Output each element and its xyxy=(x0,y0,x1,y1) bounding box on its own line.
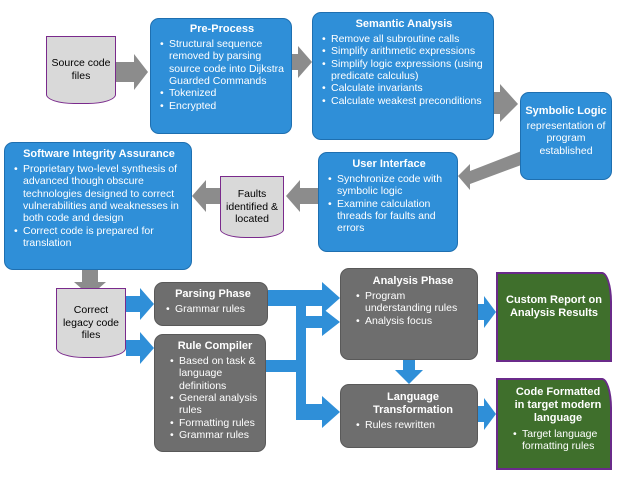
arrow-source-to-preprocess xyxy=(114,54,148,90)
symbolic-text: representation of program established xyxy=(526,119,606,157)
ui-item: Synchronize code with symbolic logic xyxy=(328,173,451,198)
rule-compiler-item: Based on task & language definitions xyxy=(170,355,261,392)
arrow-ui-to-faults xyxy=(286,180,318,212)
custom-report-doc: Custom Report on Analysis Results xyxy=(496,272,612,362)
semantic-analysis-box: Semantic Analysis Remove all subroutine … xyxy=(312,12,494,140)
software-integrity-box: Software Integrity Assurance Proprietary… xyxy=(4,142,192,270)
arrow-legacy-to-rulecompiler xyxy=(126,332,154,364)
symbolic-title: Symbolic Logic xyxy=(525,105,607,117)
rule-compiler-item: Formatting rules xyxy=(170,417,261,430)
parsing-title: Parsing Phase xyxy=(175,288,251,300)
preprocess-item: Tokenized xyxy=(160,87,285,100)
arrow-trunk-to-analysis-lower xyxy=(306,308,340,336)
integrity-title: Software Integrity Assurance xyxy=(23,148,175,160)
formatted-item: Target language formatting rules xyxy=(513,428,604,453)
arrow-trunk-to-transformation xyxy=(296,300,340,428)
ui-list: Synchronize code with symbolic logic Exa… xyxy=(327,173,451,235)
arrow-analysis-to-report xyxy=(478,296,496,328)
rule-compiler-item: General analysis rules xyxy=(170,392,261,417)
semantic-list: Remove all subroutine calls Simplify ari… xyxy=(321,33,487,108)
report-title: Custom Report on Analysis Results xyxy=(506,294,602,320)
rule-compiler-item: Grammar rules xyxy=(170,429,261,442)
formatted-list: Target language formatting rules xyxy=(512,428,604,453)
user-interface-box: User Interface Synchronize code with sym… xyxy=(318,152,458,252)
analysis-list: Program understanding rules Analysis foc… xyxy=(355,290,471,328)
integrity-list: Proprietary two-level synthesis of advan… xyxy=(13,163,185,250)
analysis-title: Analysis Phase xyxy=(372,275,454,287)
legacy-code-label: Correct legacy code files xyxy=(62,304,120,342)
semantic-item: Calculate invariants xyxy=(322,82,487,95)
preprocess-item: Structural sequence removed by parsing s… xyxy=(160,38,285,88)
source-code-label: Source code files xyxy=(51,57,111,82)
symbolic-logic-box: Symbolic Logic representation of program… xyxy=(520,92,612,180)
rule-compiler-list: Based on task & language definitions Gen… xyxy=(169,355,261,442)
analysis-phase-box: Analysis Phase Program understanding rul… xyxy=(340,268,478,360)
semantic-item: Simplify logic expressions (using predic… xyxy=(322,58,487,83)
integrity-item: Proprietary two-level synthesis of advan… xyxy=(14,163,185,225)
preprocess-list: Structural sequence removed by parsing s… xyxy=(159,38,285,113)
ui-item: Examine calculation threads for faults a… xyxy=(328,198,451,235)
parsing-list: Grammar rules xyxy=(165,303,261,316)
arrow-transformation-to-formatted xyxy=(478,398,496,430)
arrow-analysis-to-transformation xyxy=(395,360,423,384)
rule-compiler-box: Rule Compiler Based on task & language d… xyxy=(154,334,266,452)
rule-compiler-title: Rule Compiler xyxy=(177,340,253,352)
faults-label: Faults identified & located xyxy=(226,188,278,226)
arrow-semantic-to-symbolic xyxy=(490,84,518,122)
preprocess-item: Encrypted xyxy=(160,100,285,113)
analysis-item: Analysis focus xyxy=(356,315,471,328)
legacy-code-doc: Correct legacy code files xyxy=(56,288,126,358)
semantic-item: Calculate weakest preconditions xyxy=(322,95,487,108)
semantic-title: Semantic Analysis xyxy=(355,18,453,30)
faults-doc: Faults identified & located xyxy=(220,176,284,238)
semantic-item: Simplify arithmetic expressions xyxy=(322,45,487,58)
source-code-doc: Source code files xyxy=(46,36,116,104)
arrow-preprocess-to-semantic xyxy=(292,46,312,78)
transformation-title: Language Transformation xyxy=(372,391,454,416)
transformation-item: Rules rewritten xyxy=(356,419,471,432)
formatted-title: Code Formatted in target modern language xyxy=(514,386,602,425)
code-formatted-doc: Code Formatted in target modern language… xyxy=(496,378,612,470)
preprocess-box: Pre-Process Structural sequence removed … xyxy=(150,18,292,134)
arrow-faults-to-integrity xyxy=(192,180,220,212)
analysis-item: Program understanding rules xyxy=(356,290,471,315)
parsing-phase-box: Parsing Phase Grammar rules xyxy=(154,282,268,326)
parsing-item: Grammar rules xyxy=(166,303,261,316)
integrity-item: Correct code is prepared for translation xyxy=(14,225,185,250)
ui-title: User Interface xyxy=(352,158,426,170)
language-transformation-box: Language Transformation Rules rewritten xyxy=(340,384,478,448)
preprocess-title: Pre-Process xyxy=(189,23,255,35)
semantic-item: Remove all subroutine calls xyxy=(322,33,487,46)
arrow-legacy-to-parsing xyxy=(126,288,154,320)
arrow-ui-symbolic-bidirectional xyxy=(458,142,540,190)
transformation-list: Rules rewritten xyxy=(355,419,471,432)
